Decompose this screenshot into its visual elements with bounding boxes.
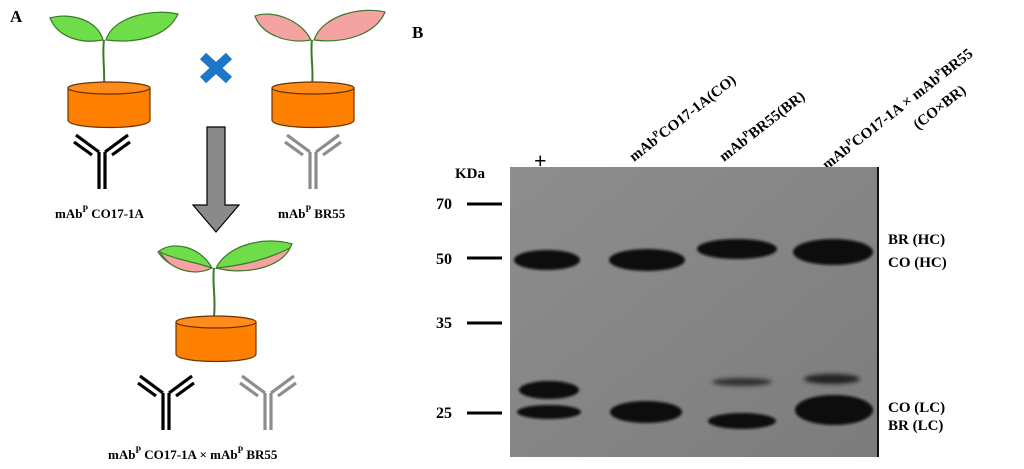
parent1-caption: mAbP CO17-1A (55, 204, 145, 221)
panel-a-letter: A (10, 7, 23, 26)
band-lane2-hc (609, 249, 685, 271)
pot-icon-parent1 (67, 81, 151, 129)
band-lane4-lc (795, 395, 873, 425)
lane-label-part: BR55(BR) (746, 89, 808, 143)
band-lane4-faint (804, 374, 860, 384)
band-lane2-lc (610, 401, 682, 423)
band-lane4-hc (793, 239, 873, 265)
band-label-co-lc: CO (LC) (888, 400, 945, 416)
antibody-icon-hybrid-gray (239, 374, 297, 430)
band-lane1-lc-lower (517, 405, 581, 419)
pot-icon-hybrid (175, 315, 257, 363)
kda-label: KDa (455, 166, 486, 182)
antibody-icon-hybrid-black (137, 374, 195, 430)
marker-ladder: 70 50 35 25 (436, 196, 502, 422)
marker-50-label: 50 (436, 251, 452, 268)
lane-label-1: + (534, 148, 547, 173)
plant-icon-hybrid (157, 240, 293, 317)
lane-label-part: + (534, 148, 547, 173)
plant-icon-parent2 (254, 9, 386, 86)
band-lane1-hc (514, 250, 580, 270)
marker-35-label: 35 (436, 315, 452, 332)
lane-label-part: CO17-1A(CO) (656, 72, 739, 142)
lane-label-4: mAbP​CO17-1A × mAbP​BR55 (818, 44, 976, 173)
band-lane3-hc (697, 239, 777, 259)
band-label-br-lc: BR (LC) (888, 418, 943, 434)
antibody-icon-parent2 (284, 133, 342, 189)
pot-icon-parent2 (271, 81, 355, 129)
band-lane1-lc-upper (519, 381, 579, 399)
parent2-caption: mAbP BR55 (278, 204, 346, 221)
band-label-br-hc: BR (HC) (888, 232, 945, 248)
lane-labels: + mAbP​CO17-1A(CO) mAbP​BR55(BR) mAbP​CO… (534, 44, 976, 173)
lane-label-part: BR55 (938, 46, 976, 81)
marker-25-label: 25 (436, 405, 452, 422)
lane-label-3: mAbP​BR55(BR) (715, 87, 808, 165)
western-blot (510, 167, 879, 457)
panel-b-letter: B (412, 23, 423, 42)
lane-label-superscript: P (843, 136, 854, 148)
antibody-icon-parent1 (73, 133, 131, 189)
lane-label-superscript: P (740, 128, 751, 140)
cross-icon (199, 52, 233, 84)
plant-icon-parent1 (49, 11, 179, 86)
down-arrow-icon (191, 126, 241, 233)
band-lane3-faint (712, 378, 772, 386)
band-lane3-lc (708, 413, 776, 429)
band-label-co-hc: CO (HC) (888, 255, 947, 271)
lane-label-superscript: P (650, 128, 661, 140)
lane-label-superscript: P (933, 66, 944, 78)
hybrid-caption: mAbP CO17-1A × mAbP BR55 (108, 445, 278, 462)
marker-70-label: 70 (436, 196, 452, 213)
